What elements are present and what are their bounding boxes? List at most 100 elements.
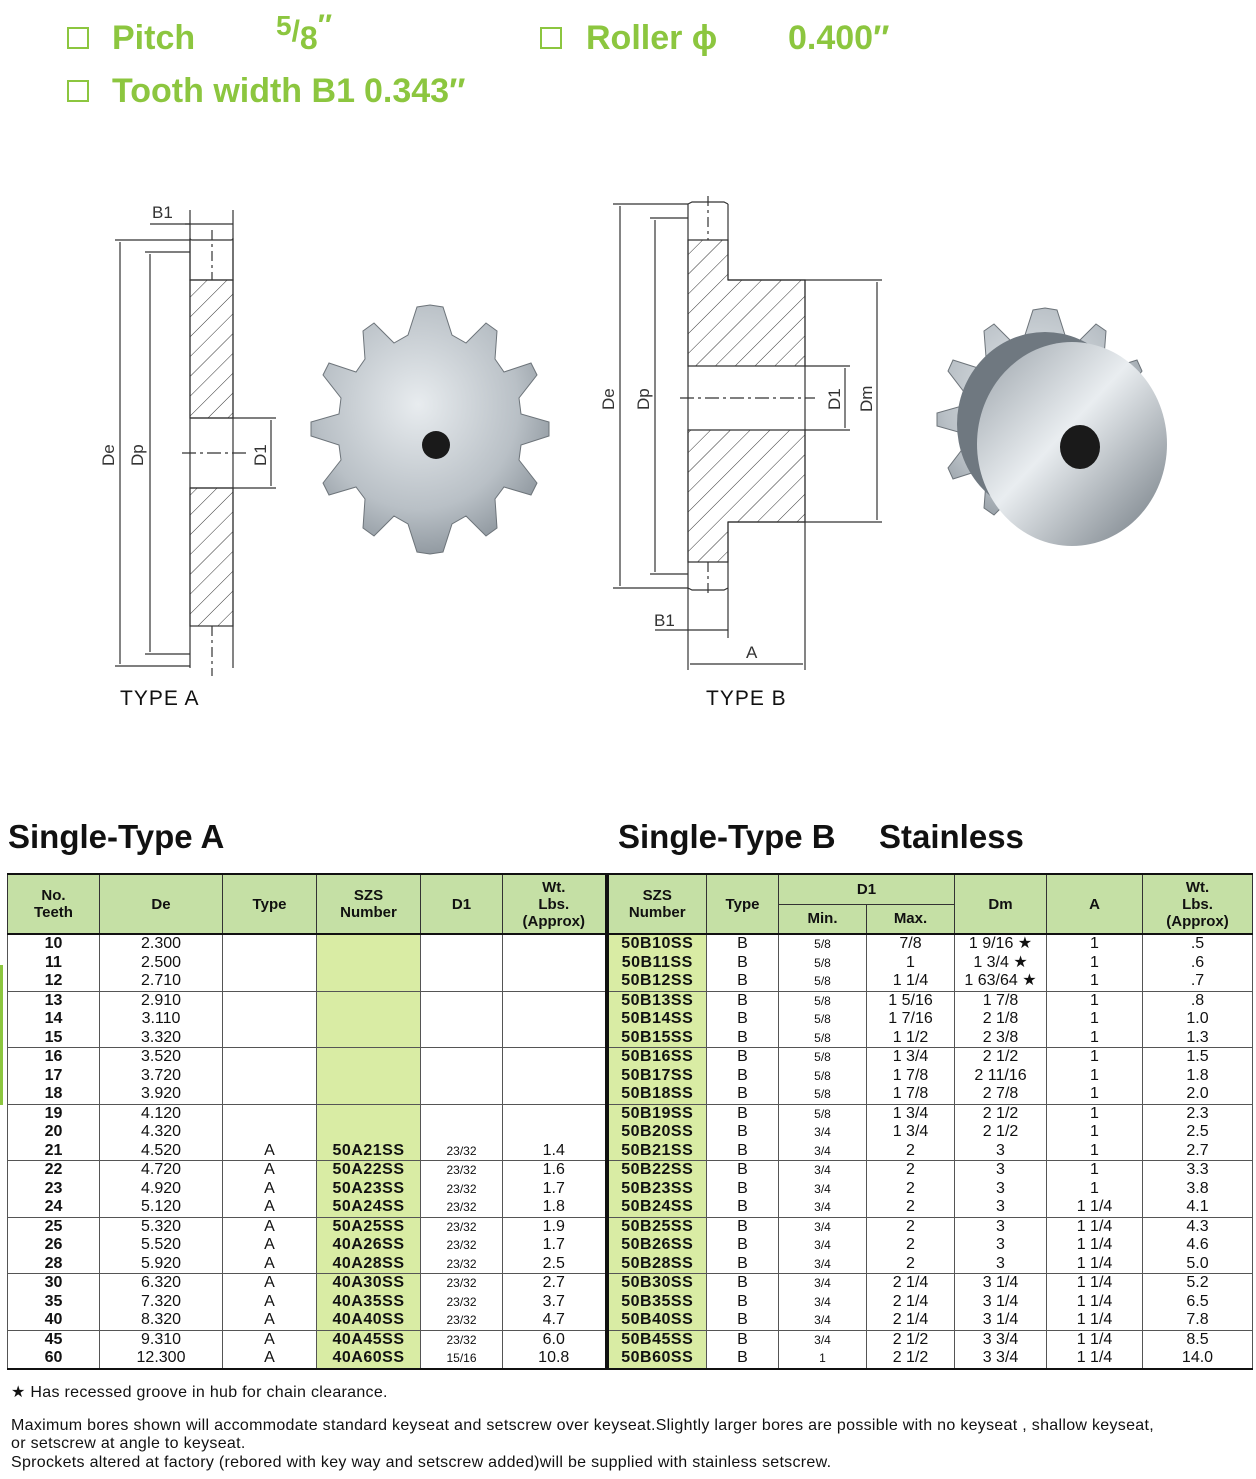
left-accent-bar: [0, 965, 3, 1105]
type-b-sprocket-image: [936, 307, 1167, 546]
b-dm-cell: 2 1/2: [954, 1104, 1047, 1123]
type-a-sprocket-image: [310, 304, 550, 555]
b-dm-cell: 2 1/2: [954, 1123, 1047, 1142]
de-cell: 4.120: [99, 1104, 223, 1123]
b-weight-cell: 3.8: [1142, 1179, 1253, 1198]
b-szs-cell: 50B19SS: [604, 1104, 707, 1123]
teeth-cell: 21: [7, 1141, 100, 1161]
b-type-cell: B: [706, 1028, 779, 1048]
d1-cell: 23/32: [420, 1311, 503, 1331]
type-b-dim-b1: B1: [654, 611, 675, 630]
b-weight-cell: 4.6: [1142, 1236, 1253, 1255]
pitch-unit: ″: [317, 9, 333, 42]
teeth-cell: 23: [7, 1179, 100, 1198]
de-cell: 5.920: [99, 1254, 223, 1274]
b-szs-cell: 50B25SS: [604, 1217, 707, 1236]
b-a-cell: 1 1/4: [1046, 1198, 1143, 1218]
type-a-label: TYPE A: [120, 687, 200, 710]
b-dm-cell: 2 3/8: [954, 1028, 1047, 1048]
type-cell: [222, 1085, 317, 1105]
de-cell: 2.300: [99, 934, 223, 954]
b-szs-cell: 50B12SS: [604, 972, 707, 992]
weight-cell: 10.8: [502, 1349, 607, 1370]
b-weight-cell: 5.2: [1142, 1273, 1253, 1293]
type-cell: [222, 1066, 317, 1085]
b-dm-cell: 3: [954, 1160, 1047, 1180]
d1-cell: 15/16: [420, 1349, 503, 1370]
b-weight-cell: 2.5: [1142, 1123, 1253, 1142]
b-type-cell: B: [706, 1179, 779, 1198]
b-type-cell: B: [706, 1217, 779, 1236]
szs-cell: 40A40SS: [316, 1311, 421, 1331]
pitch-value: 5/8″: [276, 9, 333, 56]
d1-cell: [420, 1123, 503, 1142]
de-cell: 4.520: [99, 1141, 223, 1161]
de-cell: 3.320: [99, 1028, 223, 1048]
b-min-cell: 5/8: [778, 1047, 867, 1067]
weight-cell: 1.4: [502, 1141, 607, 1161]
b-max-cell: 1 7/8: [866, 1066, 955, 1085]
b-dm-cell: 1 3/4 ★: [954, 953, 1047, 972]
szs-cell: 50A22SS: [316, 1160, 421, 1180]
tooth-width-label: Tooth width B1: [112, 72, 355, 110]
b-min-cell: 5/8: [778, 972, 867, 992]
b-type-cell: B: [706, 1236, 779, 1255]
type-cell: A: [222, 1349, 317, 1370]
b-a-cell: 1: [1046, 1085, 1143, 1105]
weight-cell: 1.9: [502, 1217, 607, 1236]
b-dm-cell: 2 7/8: [954, 1085, 1047, 1105]
de-cell: 4.720: [99, 1160, 223, 1180]
d1-cell: [420, 1047, 503, 1067]
roller-label: Roller ϕ: [586, 19, 718, 57]
teeth-cell: 30: [7, 1273, 100, 1293]
b-weight-cell: 1.3: [1142, 1028, 1253, 1048]
teeth-cell: 25: [7, 1217, 100, 1236]
b-min-cell: 3/4: [778, 1198, 867, 1218]
type-cell: [222, 1010, 317, 1029]
col-header-de: De: [99, 873, 223, 935]
b-a-cell: 1 1/4: [1046, 1311, 1143, 1331]
b-weight-cell: 2.0: [1142, 1085, 1253, 1105]
b-szs-cell: 50B17SS: [604, 1066, 707, 1085]
b-dm-cell: 3: [954, 1198, 1047, 1218]
b-type-cell: B: [706, 1349, 779, 1370]
b-szs-cell: 50B23SS: [604, 1179, 707, 1198]
b-weight-cell: 7.8: [1142, 1311, 1253, 1331]
b-type-cell: B: [706, 1141, 779, 1161]
d1-cell: 23/32: [420, 1236, 503, 1255]
b-max-cell: 7/8: [866, 934, 955, 954]
type-a-dim-d1: D1: [251, 444, 270, 466]
teeth-cell: 40: [7, 1311, 100, 1331]
b-szs-cell: 50B22SS: [604, 1160, 707, 1180]
de-cell: 5.320: [99, 1217, 223, 1236]
b-szs-cell: 50B18SS: [604, 1085, 707, 1105]
b-weight-cell: .7: [1142, 972, 1253, 992]
pitch-numerator: 5: [276, 10, 292, 41]
b-max-cell: 1 3/4: [866, 1047, 955, 1067]
szs-cell: [316, 972, 421, 992]
teeth-cell: 16: [7, 1047, 100, 1067]
footnote-star: ★ Has recessed groove in hub for chain c…: [11, 1384, 388, 1401]
d1-cell: 23/32: [420, 1141, 503, 1161]
b-max-cell: 2 1/4: [866, 1273, 955, 1293]
type-cell: A: [222, 1311, 317, 1331]
teeth-cell: 18: [7, 1085, 100, 1105]
teeth-cell: 19: [7, 1104, 100, 1123]
weight-cell: 2.5: [502, 1254, 607, 1274]
b-szs-cell: 50B45SS: [604, 1330, 707, 1349]
col-header-weight: Wt.Lbs.(Approx): [502, 873, 607, 935]
teeth-cell: 13: [7, 991, 100, 1010]
type-b-dim-de: De: [599, 388, 618, 410]
type-b-dim-d1: D1: [825, 388, 844, 410]
de-cell: 3.520: [99, 1047, 223, 1067]
szs-cell: [316, 1047, 421, 1067]
b-a-cell: 1: [1046, 953, 1143, 972]
tooth-width-checkbox-icon: [67, 80, 89, 102]
b-min-cell: 1: [778, 1349, 867, 1370]
